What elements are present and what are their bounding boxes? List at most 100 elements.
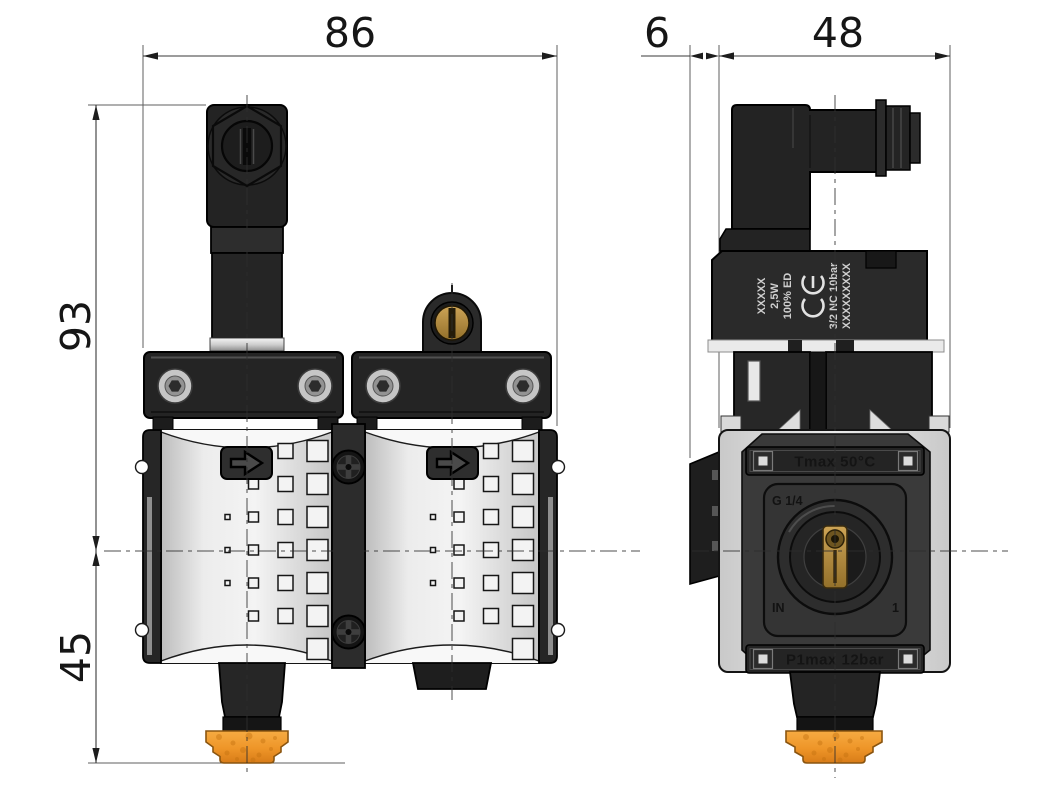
knob-texture-dot	[803, 734, 809, 740]
hex-socket-screw-icon	[365, 368, 401, 404]
knob-texture-dot	[273, 736, 277, 740]
sight-pattern-square	[453, 511, 465, 523]
sight-pattern-square	[306, 637, 329, 661]
knob-texture-dot	[827, 747, 833, 753]
drain-plug-right	[411, 662, 493, 690]
coil-marking-2: 2,5W	[769, 283, 781, 309]
sight-pattern-square	[306, 571, 329, 595]
sight-pattern-square	[429, 546, 437, 554]
sight-pattern-square	[482, 607, 500, 625]
knob-texture-dot	[269, 747, 273, 751]
knob-texture-dot	[822, 757, 826, 761]
knob-texture-dot	[811, 750, 817, 756]
side-tab-left	[134, 429, 162, 664]
mounting-bracket-left	[143, 351, 344, 419]
sight-pattern-square	[306, 472, 329, 496]
sight-pattern-square	[277, 607, 294, 625]
coil-marking-5: XXXXXXXXX	[841, 262, 853, 329]
screw-slot	[243, 128, 251, 165]
coil-marking-1: XXXXX	[756, 277, 768, 314]
sight-pattern-square	[511, 505, 535, 529]
coil-marking-3: 100% ED	[782, 273, 794, 320]
dim-value-86: 86	[324, 9, 376, 57]
sight-pattern-square	[277, 442, 294, 460]
knob-texture-dot	[224, 750, 230, 756]
knob-texture-dot	[856, 747, 860, 751]
sight-pattern-square	[224, 513, 231, 521]
sight-pattern-square	[306, 604, 329, 628]
sight-glass-pattern	[224, 439, 329, 661]
knob-texture	[216, 732, 277, 763]
sight-pattern-square	[482, 508, 500, 526]
knob-texture-dot	[817, 740, 823, 746]
coil-marking-4: 3/2 NC 10bar	[828, 262, 840, 329]
sight-pattern-square	[453, 544, 465, 556]
dim-width-86: 86	[142, 9, 558, 426]
dim-value-6: 6	[644, 9, 670, 57]
sight-pattern-square	[429, 513, 437, 521]
knob-texture-dot	[230, 740, 236, 746]
sight-pattern-square	[429, 579, 437, 587]
dim-height-45: 45	[52, 551, 345, 764]
knob-texture-dot	[250, 757, 256, 763]
flow-arrow-icon	[229, 449, 265, 477]
sight-pattern-square	[482, 442, 500, 460]
phillips-screw-icon	[331, 449, 366, 485]
sight-pattern-square	[306, 439, 329, 463]
side-view: XXXXX 2,5W 100% ED 3/2 NC 10bar XXXXXXXX…	[689, 95, 1008, 778]
sight-pattern-square	[247, 511, 260, 523]
phillips-screw-icon	[331, 614, 366, 650]
knob-texture-dot	[240, 747, 246, 753]
knob-texture	[803, 732, 864, 763]
sight-pattern-square	[306, 505, 329, 529]
coil-notch	[865, 250, 897, 269]
filter-bowl-left	[160, 429, 333, 664]
drain-valve-side	[785, 671, 883, 764]
knob-texture-dot	[216, 734, 222, 740]
knob-texture-dot	[837, 757, 843, 763]
sight-glass-pattern	[429, 439, 535, 661]
sight-pattern-square	[224, 546, 231, 554]
connector-base	[719, 228, 811, 252]
solenoid-coil: XXXXX 2,5W 100% ED 3/2 NC 10bar XXXXXXXX…	[711, 250, 928, 346]
knob-texture-dot	[260, 738, 266, 744]
square-screw-icon	[752, 648, 774, 670]
port-in-label: IN	[772, 601, 785, 615]
dimension-annotations: 86 6 48 93	[52, 9, 951, 764]
din-connector	[719, 99, 921, 252]
sight-pattern-square	[277, 574, 294, 592]
knob-texture-dot	[256, 752, 262, 758]
sight-pattern-square	[511, 604, 535, 628]
hex-socket-screw-icon	[505, 368, 541, 404]
sight-pattern-square	[511, 472, 535, 496]
side-tab-profile	[689, 450, 720, 586]
sight-pattern-square	[247, 610, 260, 622]
dim-depth-48: 48	[719, 9, 951, 428]
thread-label: G 1/4	[772, 494, 803, 508]
sight-pattern-square	[482, 574, 500, 592]
dim-value-93: 93	[52, 300, 100, 352]
center-clamp-strip	[331, 423, 366, 669]
hex-socket-screw-icon	[297, 368, 333, 404]
sight-pattern-square	[247, 478, 260, 490]
sight-pattern-square	[247, 577, 260, 589]
sight-pattern-square	[247, 544, 260, 556]
knob-texture-dot	[832, 732, 840, 740]
tab-notch	[550, 459, 566, 475]
sight-pattern-square	[511, 439, 535, 463]
sight-pattern-square	[511, 538, 535, 562]
tab-notch	[550, 622, 566, 638]
sight-pattern-square	[453, 610, 465, 622]
square-screw-icon	[752, 450, 774, 472]
sight-pattern-square	[277, 508, 294, 526]
front-view	[104, 95, 640, 776]
sight-pattern-square	[277, 541, 294, 559]
square-screw-icon	[897, 450, 919, 472]
knob-texture-dot	[860, 736, 864, 740]
sight-pattern-square	[453, 577, 465, 589]
sight-pattern-square	[511, 637, 535, 661]
sight-pattern-square	[224, 579, 231, 587]
sight-pattern-square	[482, 541, 500, 559]
